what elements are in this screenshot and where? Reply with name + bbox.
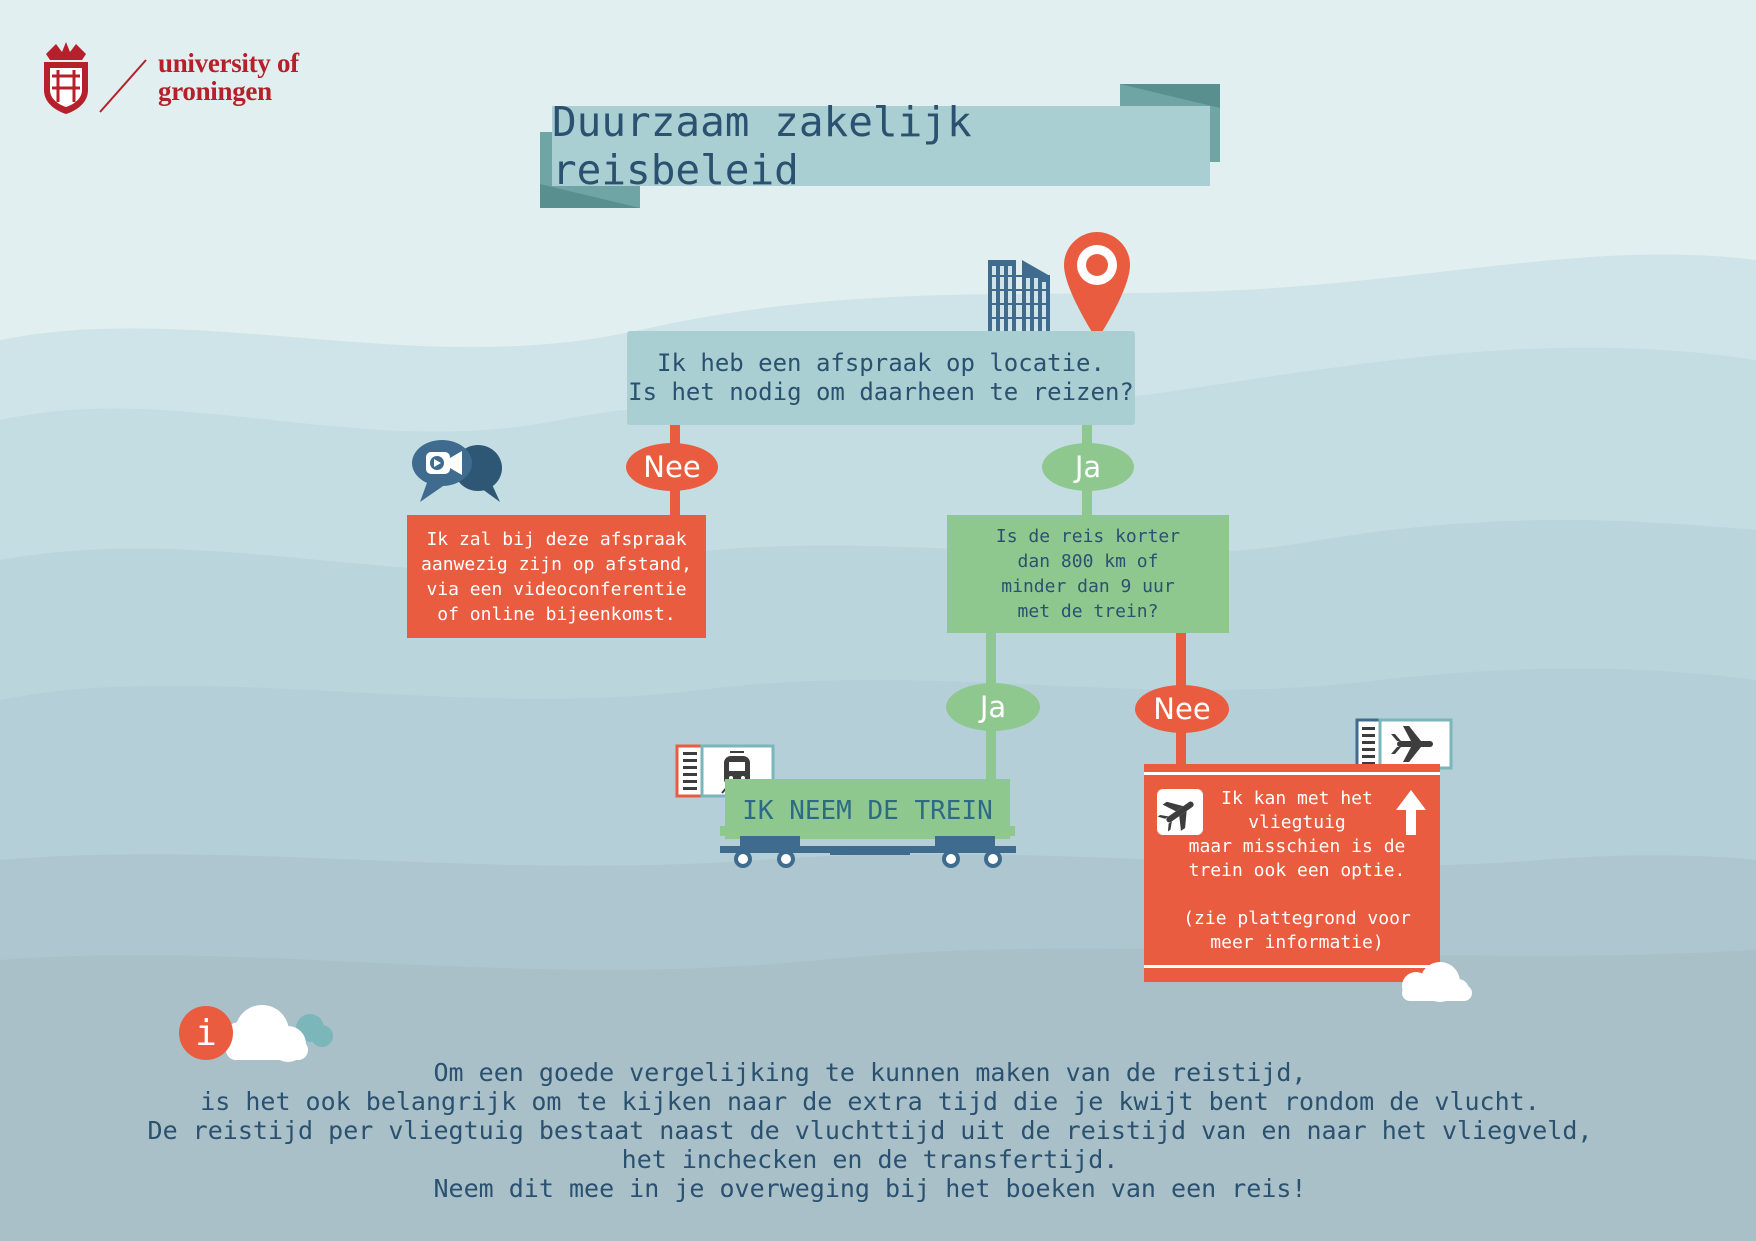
logo-divider — [99, 59, 147, 113]
train-answer-text: IK NEEM DE TREIN — [742, 796, 993, 826]
fly-answer-stripe-bottom — [1144, 965, 1440, 968]
plane-icon — [1157, 789, 1203, 835]
video-chat-icon — [412, 440, 502, 502]
pill-ja-2-label: Ja — [979, 690, 1007, 724]
title-ribbon-back-right-fold — [1120, 84, 1220, 108]
fly-answer-text: Ik kan met het vliegtuig maar misschien … — [1183, 788, 1411, 953]
pill-ja-1-label: Ja — [1074, 450, 1102, 484]
fly-answer-stripe-top — [1144, 772, 1440, 775]
brand-name: university of groningen — [158, 49, 299, 105]
cloud-icon — [1402, 962, 1472, 1002]
title-banner — [552, 106, 1210, 186]
question2-box — [947, 515, 1229, 633]
arrow-up-icon — [1396, 790, 1426, 835]
question2-text: Is de reis korter dan 800 km of minder d… — [995, 526, 1181, 622]
remote-answer-box — [407, 515, 706, 638]
train-wagon-icon — [720, 779, 1016, 868]
brand-name-line1: university of — [158, 48, 299, 78]
question1-box — [627, 331, 1135, 425]
buildings-icon — [988, 260, 1050, 336]
info-icon-glyph: i — [195, 1012, 217, 1054]
info-cloud-icon — [222, 1005, 333, 1062]
page-title: Duurzaam zakelijk reisbeleid — [552, 98, 972, 194]
pill-nee-2 — [1135, 685, 1229, 733]
footer-note: Om een goede vergelijking te kunnen make… — [147, 1058, 1593, 1203]
remote-answer-text: Ik zal bij deze afspraak aanwezig zijn o… — [421, 528, 692, 625]
pill-nee-1-label: Nee — [643, 450, 701, 484]
pill-ja-1 — [1042, 443, 1134, 491]
location-pin-icon — [1064, 232, 1130, 340]
crest-icon — [44, 42, 88, 114]
pill-nee-1 — [626, 443, 718, 491]
title-ribbon-back-left-fold — [540, 184, 640, 208]
pill-ja-2 — [946, 683, 1040, 731]
question1-text: Ik heb een afspraak op locatie. Is het n… — [628, 349, 1134, 406]
plane-ticket-icon — [1355, 718, 1453, 770]
info-icon — [179, 1006, 233, 1060]
pill-nee-2-label: Nee — [1153, 692, 1211, 726]
brand-name-line2: groningen — [158, 76, 272, 106]
mountain-layer-6 — [0, 948, 1756, 1241]
